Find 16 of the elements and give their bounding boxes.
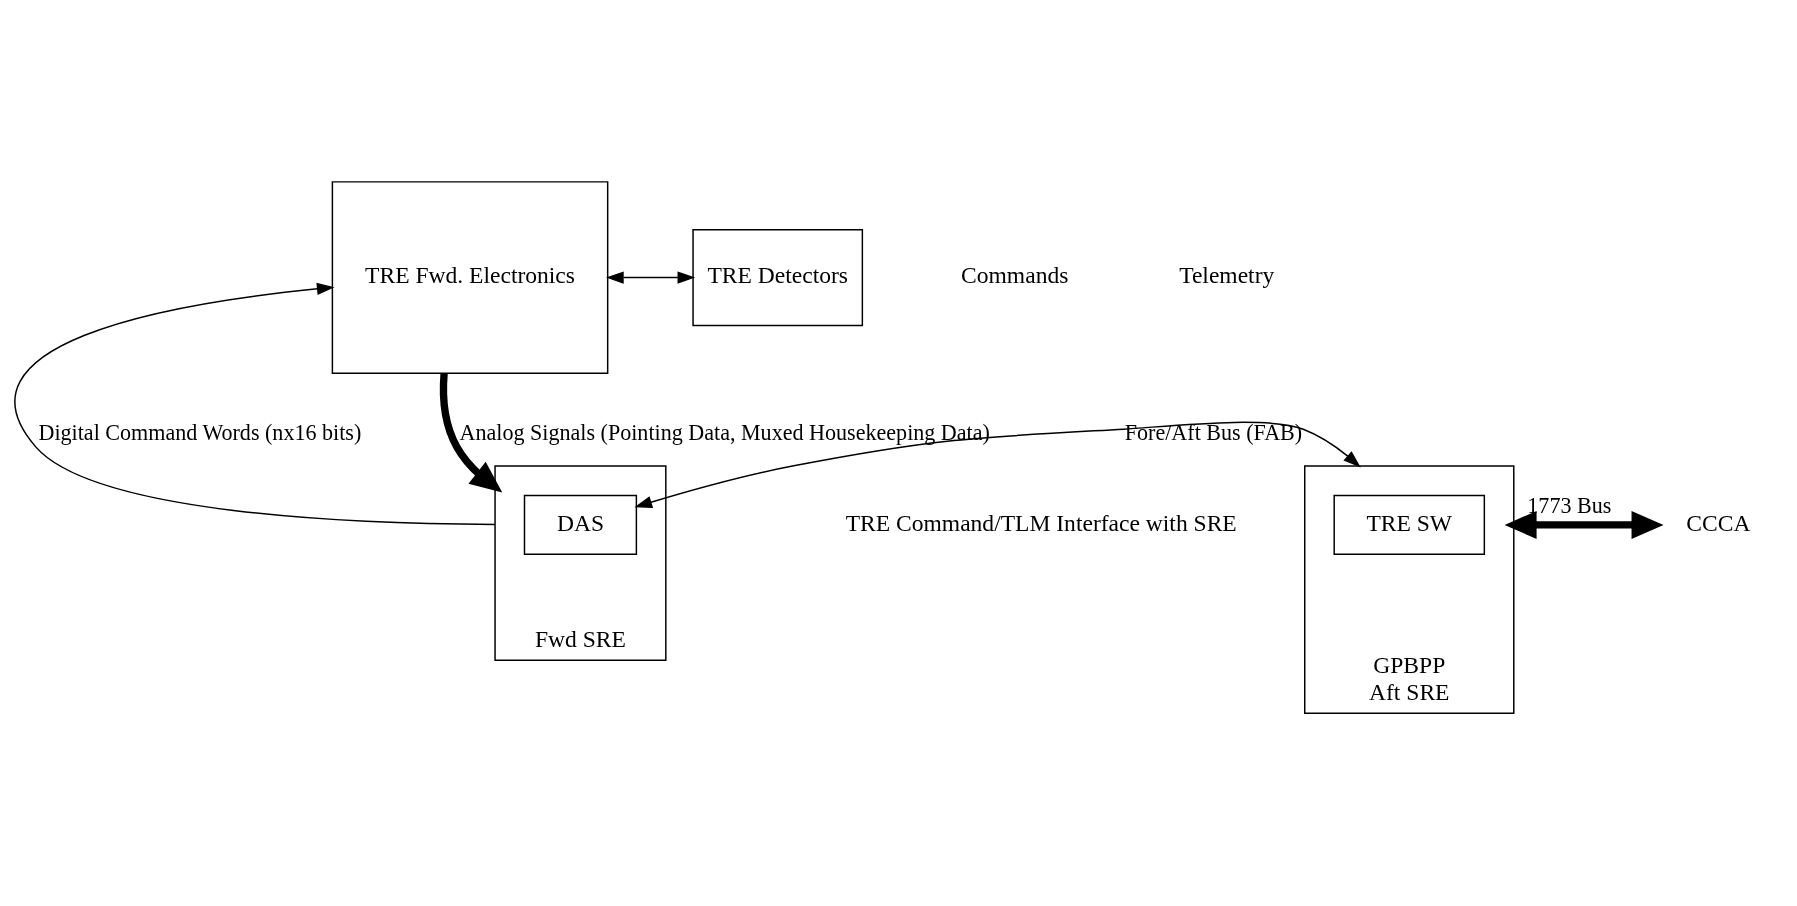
node-box: DAS <box>523 494 638 555</box>
arrow <box>1504 510 1664 539</box>
edge-label: Digital Command Words (nx16 bits) <box>38 419 362 445</box>
label: Telemetry <box>1179 261 1275 288</box>
arrow <box>634 421 1361 508</box>
node-box: TRE Detectors <box>692 228 864 326</box>
arrow <box>14 282 496 525</box>
node-text: CCCA <box>1686 508 1751 535</box>
edge-label: Analog Signals (Pointing Data, Muxed Housekeeping Data) <box>459 419 990 445</box>
label: TRE Command/TLM Interface with SRE <box>845 508 1237 535</box>
edge-label: 1773 Bus <box>1527 492 1612 518</box>
node-box: TRE SW <box>1333 494 1486 555</box>
arrow <box>439 372 503 492</box>
node-box: TRE Fwd. Electronics <box>331 180 609 374</box>
arrow <box>606 270 696 284</box>
label: Commands <box>961 261 1069 288</box>
